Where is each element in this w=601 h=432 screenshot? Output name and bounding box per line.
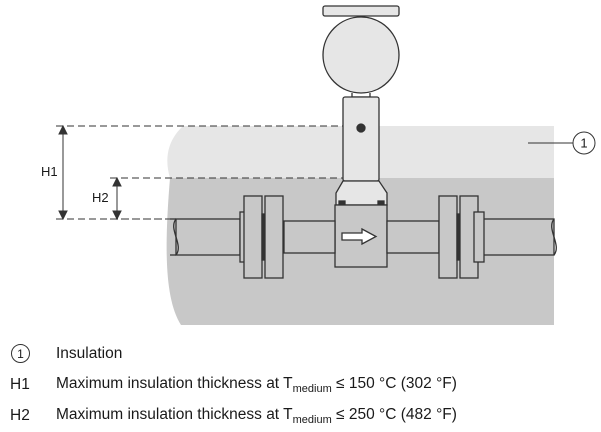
callout-insulation [528,131,596,155]
legend-key-h1: H1 [10,375,30,393]
left-flange [239,195,284,279]
transmitter-housing [322,5,400,206]
legend-item-insulation: 1 Insulation [10,338,595,369]
sensor-screw [356,123,366,133]
callout-number: 1 [580,136,587,151]
dimension-h2 [110,176,343,221]
legend-item-h1: H1 Maximum insulation thickness at Tmedi… [10,369,595,400]
h1-label: H1 [41,164,58,179]
legend-key-h2: H2 [10,406,30,424]
legend: 1 Insulation H1 Maximum insulation thick… [10,338,595,431]
meter-body [334,204,388,268]
legend-callout-1: 1 [11,344,30,363]
right-flange [438,195,485,279]
legend-text-h1: Maximum insulation thickness at Tmedium … [56,374,457,395]
legend-text-h2: Maximum insulation thickness at Tmedium … [56,405,457,426]
pipe [170,218,557,256]
h2-label: H2 [92,190,109,205]
legend-item-h2: H2 Maximum insulation thickness at Tmedi… [10,400,595,431]
legend-text-insulation: Insulation [56,344,123,362]
insulation-diagram: H1 H2 1 [41,5,596,325]
